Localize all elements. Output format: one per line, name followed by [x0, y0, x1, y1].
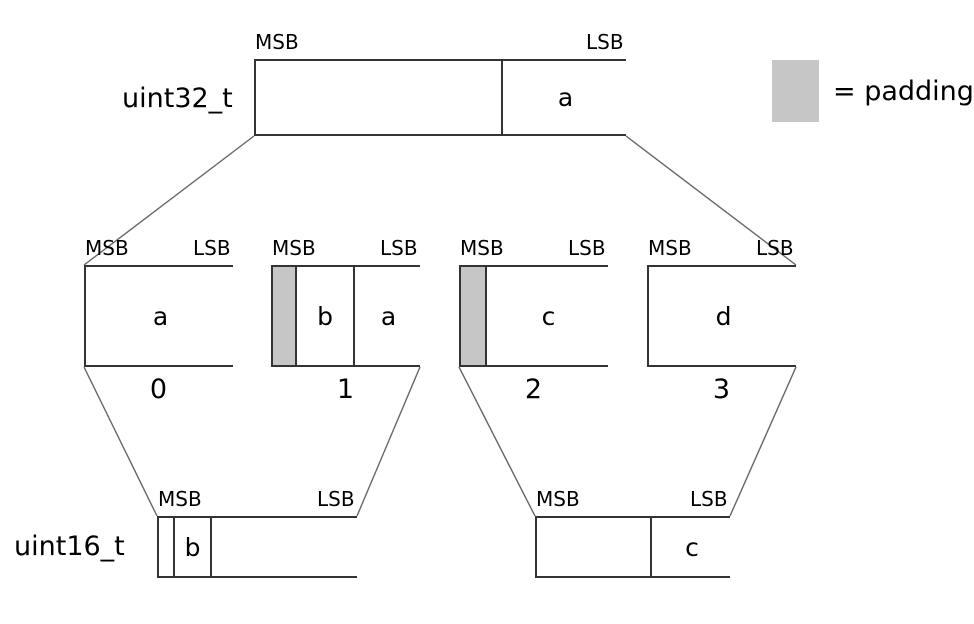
uint16-box-right-segment-1-c: c: [652, 518, 732, 576]
uint32-box-msb-label: MSB: [255, 30, 299, 54]
byte-box-0-index: 0: [149, 374, 168, 405]
uint32-box-segment-1-a: a: [503, 61, 628, 134]
uint16-type-label: uint16_t: [14, 531, 125, 562]
byte-box-2-segment-0-padding: [461, 267, 487, 365]
byte-box-0-msb-label: MSB: [85, 236, 129, 260]
uint32-box: a: [254, 59, 628, 136]
uint32-type-label: uint32_t: [122, 83, 233, 114]
uint16-box-left-msb-label: MSB: [158, 487, 202, 511]
byte-box-1-segment-2-a: a: [355, 267, 422, 365]
byte-box-3-msb-label: MSB: [648, 236, 692, 260]
byte-box-3: d: [647, 265, 798, 367]
uint16-box-left-segment-2-empty: [212, 518, 359, 576]
byte-box-0: a: [84, 265, 235, 367]
byte-box-1-index: 1: [336, 374, 355, 405]
uint16-box-right-segment-0-empty: [537, 518, 652, 576]
uint16-box-left: b: [157, 516, 359, 578]
byte-box-0-segment-0-a: a: [86, 267, 235, 365]
byte-box-2-msb-label: MSB: [460, 236, 504, 260]
byte-box-0-lsb-label: LSB: [193, 236, 231, 260]
uint32-box-segment-0-empty: [256, 61, 503, 134]
uint32-box-lsb-label: LSB: [586, 30, 624, 54]
uint16-box-left-segment-1-b: b: [175, 518, 212, 576]
byte-box-1-msb-label: MSB: [272, 236, 316, 260]
byte-box-3-segment-0-d: d: [649, 267, 798, 365]
uint16-box-left-segment-0-empty: [159, 518, 175, 576]
padding-swatch: [772, 60, 819, 122]
byte-box-2-index: 2: [524, 374, 543, 405]
byte-box-3-lsb-label: LSB: [756, 236, 794, 260]
byte-box-1-segment-0-padding: [273, 267, 297, 365]
byte-box-3-index: 3: [712, 374, 731, 405]
byte-box-2-lsb-label: LSB: [568, 236, 606, 260]
uint16-box-right-msb-label: MSB: [536, 487, 580, 511]
legend-label: = padding: [833, 76, 974, 107]
uint16-box-left-lsb-label: LSB: [317, 487, 355, 511]
uint16-box-right-lsb-label: LSB: [690, 487, 728, 511]
byte-box-1-segment-1-b: b: [297, 267, 355, 365]
byte-box-2: c: [459, 265, 610, 367]
byte-box-1-lsb-label: LSB: [380, 236, 418, 260]
byte-box-2-segment-1-c: c: [487, 267, 610, 365]
uint16-box-right: c: [535, 516, 732, 578]
